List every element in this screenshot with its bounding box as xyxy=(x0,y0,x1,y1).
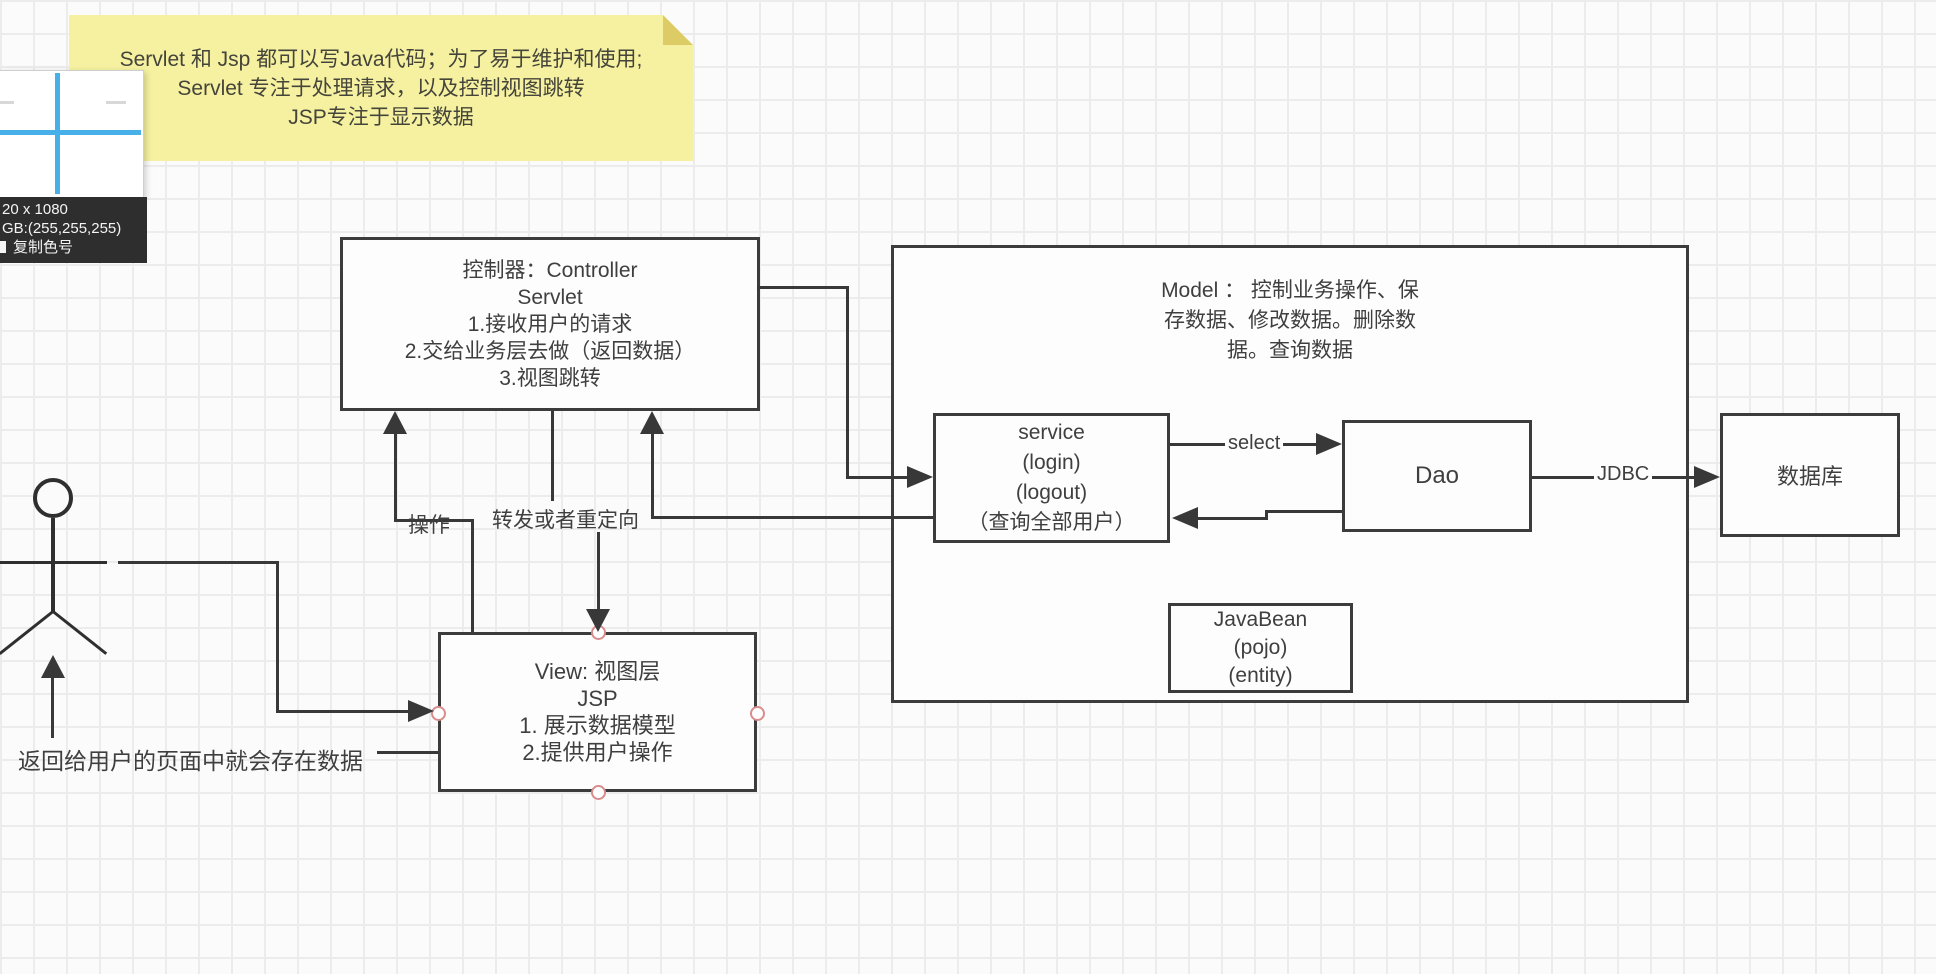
edge-controller-to-service-seg1[interactable] xyxy=(757,286,849,289)
edge-label-operate: 操作 xyxy=(408,514,450,537)
node-javabean[interactable]: JavaBean (pojo) (entity) xyxy=(1168,603,1353,693)
edge-user-to-view-seg3[interactable] xyxy=(276,710,410,713)
edge-label-return-to-user: 返回给用户的页面中就会存在数据 xyxy=(18,748,363,774)
edge-dao-to-service-seg3[interactable] xyxy=(1196,517,1268,520)
edge-controller-to-view-arrowhead xyxy=(586,609,610,632)
picker-rgb-label: GB:(255,255,255) xyxy=(2,220,122,237)
edge-dao-to-service-arrowhead xyxy=(1172,507,1198,529)
node-controller-text: 控制器：Controller Servlet 1.接收用户的请求 2.交给业务层… xyxy=(404,258,696,390)
color-picker-info-panel: 20 x 1080 GB:(255,255,255) 复制色号 xyxy=(0,197,147,263)
actor-arms xyxy=(0,561,107,564)
node-dao-text: Dao xyxy=(1414,462,1460,489)
actor-head xyxy=(33,478,73,518)
node-view[interactable]: View: 视图层 JSP 1. 展示数据模型 2.提供用户操作 xyxy=(438,632,757,792)
edge-controller-to-service-seg3[interactable] xyxy=(846,476,909,479)
node-controller[interactable]: 控制器：Controller Servlet 1.接收用户的请求 2.交给业务层… xyxy=(340,237,760,411)
edge-label-forward: 转发或者重定向 xyxy=(492,509,639,532)
edge-label-jdbc: JDBC xyxy=(1594,463,1653,486)
edge-service-to-dao-arrowhead xyxy=(1316,433,1342,455)
picker-key-icon xyxy=(0,241,6,253)
edge-user-to-view-arrowhead xyxy=(408,700,434,722)
actor-leg-left xyxy=(0,610,54,655)
note-fold-corner xyxy=(663,15,693,45)
crosshair-icon xyxy=(0,71,143,198)
edge-label-select: select xyxy=(1225,432,1284,455)
connection-point-view-right[interactable] xyxy=(750,706,765,721)
edge-user-to-view-seg2[interactable] xyxy=(276,561,279,713)
edge-controller-to-service-arrowhead xyxy=(907,466,933,488)
edge-dao-to-service-seg2[interactable] xyxy=(1265,510,1268,520)
actor-body xyxy=(51,518,55,612)
sticky-note-text: Servlet 和 Jsp 都可以写Java代码；为了易于维护和使用; Serv… xyxy=(119,48,643,129)
user-actor[interactable] xyxy=(0,470,120,670)
edge-service-to-controller-arrowhead xyxy=(640,411,664,434)
edge-controller-to-view-seg2[interactable] xyxy=(597,532,600,612)
node-service-text: service (login) (logout) （查询全部用户） xyxy=(967,421,1136,534)
edge-dao-to-database-arrowhead xyxy=(1694,466,1720,488)
magnified-gridline-right xyxy=(106,101,126,104)
edge-service-to-controller-seg1[interactable] xyxy=(651,516,933,519)
picker-resolution-label: 20 x 1080 xyxy=(2,201,68,218)
edge-controller-to-view-seg1[interactable] xyxy=(551,411,554,501)
node-view-text: View: 视图层 JSP 1. 展示数据模型 2.提供用户操作 xyxy=(519,659,676,765)
edge-view-to-controller-seg2[interactable] xyxy=(394,519,474,522)
edge-service-to-controller-seg2[interactable] xyxy=(651,428,654,519)
edge-to-user-line[interactable] xyxy=(51,678,54,738)
edge-view-to-controller-seg1[interactable] xyxy=(471,520,474,632)
color-picker-magnifier xyxy=(0,70,144,198)
node-service[interactable]: service (login) (logout) （查询全部用户） xyxy=(933,413,1170,543)
magnified-gridline-left xyxy=(0,101,14,104)
connection-point-view-bottom[interactable] xyxy=(591,785,606,800)
node-dao[interactable]: Dao xyxy=(1342,420,1532,532)
sticky-note[interactable]: Servlet 和 Jsp 都可以写Java代码；为了易于维护和使用; Serv… xyxy=(69,15,693,161)
edge-return-text-line[interactable] xyxy=(377,751,438,754)
picker-copy-hint: 复制色号 xyxy=(13,239,74,256)
edge-user-to-view-seg1[interactable] xyxy=(118,561,278,564)
edge-to-user-arrowhead xyxy=(41,655,65,678)
node-database[interactable]: 数据库 xyxy=(1720,413,1900,537)
actor-leg-right xyxy=(52,610,108,655)
node-javabean-text: JavaBean (pojo) (entity) xyxy=(1213,608,1308,687)
edge-dao-to-service-seg1[interactable] xyxy=(1265,510,1342,513)
node-database-text: 数据库 xyxy=(1776,464,1843,489)
edge-view-to-controller-seg3[interactable] xyxy=(394,430,397,522)
edge-controller-to-service-seg2[interactable] xyxy=(846,286,849,478)
edge-view-to-controller-arrowhead xyxy=(383,411,407,434)
node-model-text: Model ： 控制业务操作、保 存数据、修改数据。删除数 据。查询数据 xyxy=(1161,279,1419,362)
